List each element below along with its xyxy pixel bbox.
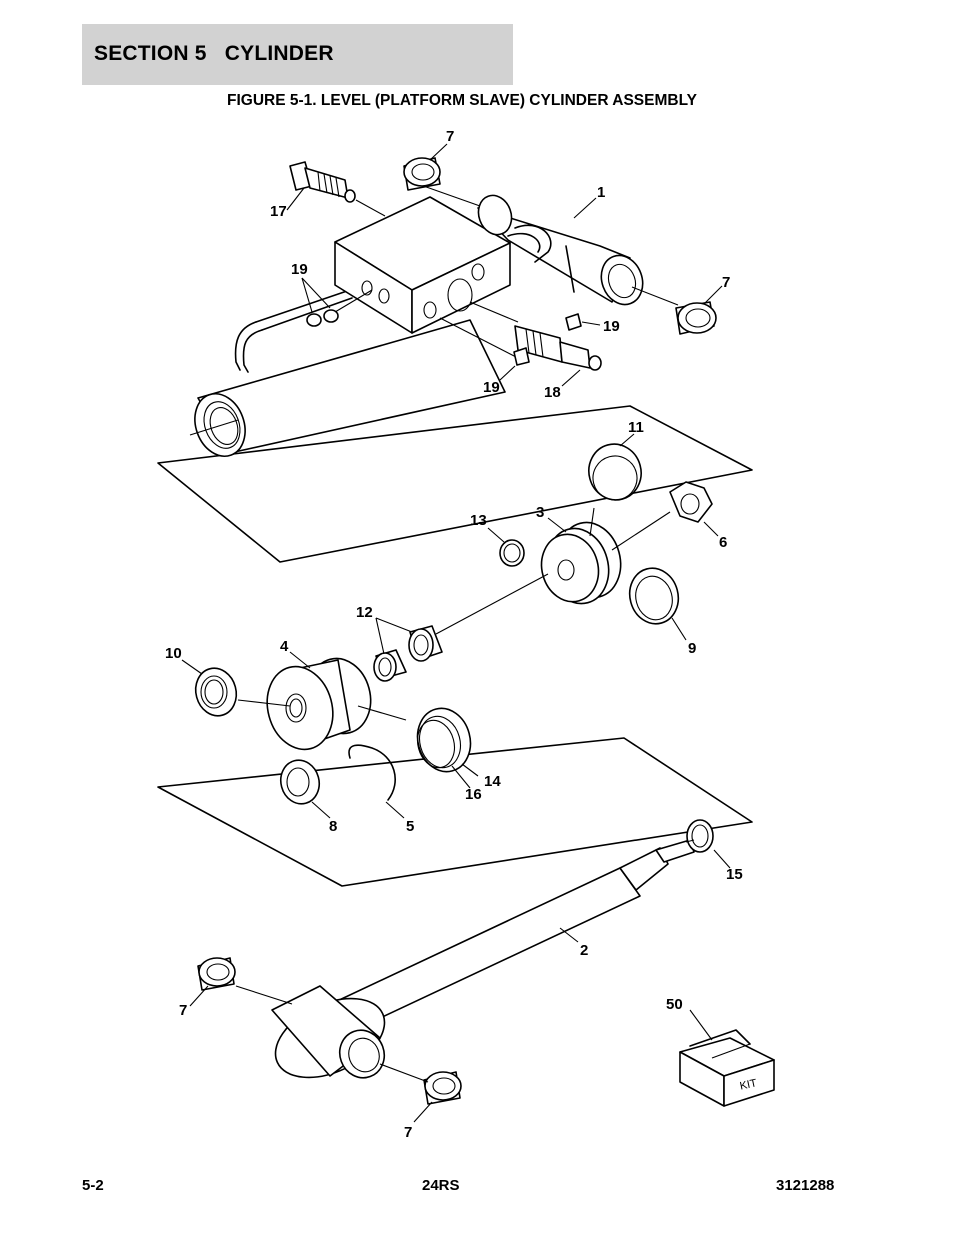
callout-7: 7 [404,1124,412,1141]
bushing-part [403,157,441,191]
piston-part [540,521,622,605]
footer-page-number: 5-2 [82,1177,104,1194]
callout-7: 7 [446,128,454,145]
lock-ring-part [348,744,396,801]
callout-15: 15 [726,866,743,883]
cylinder-head-part [266,657,372,751]
callout-14: 14 [484,773,501,790]
leader-lines [181,143,731,1123]
seal-kit-box: KIT [679,1029,775,1107]
piston-seal-part [628,567,680,625]
callout-8: 8 [329,818,337,835]
callout-11: 11 [628,419,644,436]
callout-50: 50 [666,996,683,1013]
callout-2: 2 [580,942,588,959]
callout-12: 12 [356,604,373,621]
section-title: SECTION 5 CYLINDER [94,42,334,65]
callout-7: 7 [722,274,730,291]
figure-title: FIGURE 5-1. LEVEL (PLATFORM SLAVE) CYLIN… [227,92,697,109]
callout-10: 10 [165,645,182,662]
bushing-part [675,301,717,335]
bushing-part [197,957,236,991]
cylinder-barrel-part [194,194,644,457]
callout-7: 7 [179,1002,187,1019]
callout-13: 13 [470,512,487,529]
footer-model: 24RS [422,1177,460,1194]
callout-4: 4 [280,638,289,655]
callout-19: 19 [483,379,500,396]
callout-9: 9 [688,640,696,657]
kit-label: KIT [739,1077,759,1092]
spacer-part [373,625,443,682]
rod-seal-part [279,759,321,805]
plug-part [306,309,582,366]
callout-5: 5 [406,818,414,835]
o-ring-part [686,819,714,853]
callout-19: 19 [603,318,620,335]
valve-cartridge-part [514,325,602,371]
callout-17: 17 [270,203,287,220]
callout-18: 18 [544,384,561,401]
piston-rod-part [271,839,695,1079]
bushing-part [423,1071,462,1105]
callout-16: 16 [465,786,482,803]
callout-3: 3 [536,504,544,521]
valve-cartridge-part [289,161,356,203]
footer-doc-number: 3121288 [776,1177,835,1194]
lock-nut-part [669,481,713,523]
wiper-seal-part [194,667,238,717]
o-ring-backup-part [416,707,472,773]
upper-assembly-plane [157,405,753,563]
wear-ring-part [588,443,642,501]
callout-19: 19 [291,261,308,278]
callout-6: 6 [719,534,727,551]
section-header: SECTION 5 CYLINDER [82,24,513,85]
callout-1: 1 [597,184,605,201]
